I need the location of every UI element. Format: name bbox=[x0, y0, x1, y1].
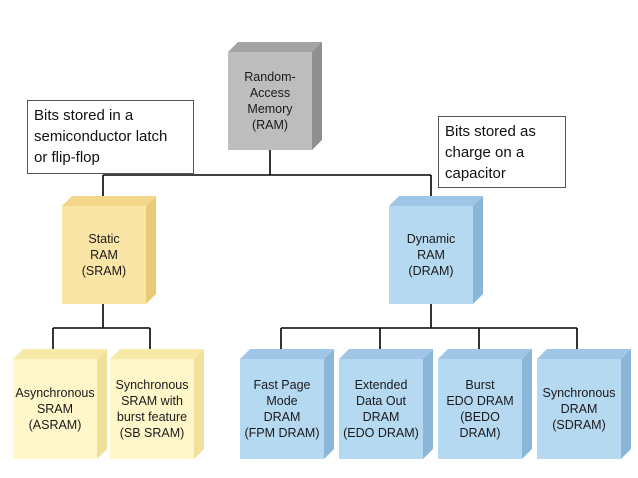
sdram-box-top bbox=[537, 349, 631, 359]
asram-box-front bbox=[13, 359, 97, 459]
sram-note: Bits stored in a semiconductor latch or … bbox=[27, 100, 194, 174]
ram-box bbox=[228, 42, 322, 150]
ram-box-label: Random- Access Memory (RAM) bbox=[244, 70, 296, 132]
boxes bbox=[13, 42, 631, 459]
fpm-box bbox=[240, 349, 334, 459]
sbsram-box-top bbox=[110, 349, 204, 359]
asram-box-side bbox=[97, 349, 107, 459]
bedo-box bbox=[438, 349, 532, 459]
asram-box-label: Asynchronous SRAM (ASRAM) bbox=[15, 386, 95, 432]
fpm-box-front bbox=[240, 359, 324, 459]
edo-box bbox=[339, 349, 433, 459]
fpm-dram-box-label: Fast Page Mode DRAM (FPM DRAM) bbox=[244, 378, 320, 440]
connectors bbox=[52, 150, 578, 351]
sram-box-front bbox=[62, 206, 146, 304]
sbsram-box-side bbox=[194, 349, 204, 459]
ram-box-top bbox=[228, 42, 322, 52]
dram-box-top bbox=[389, 196, 483, 206]
edo-box-front bbox=[339, 359, 423, 459]
asram-box-top bbox=[13, 349, 107, 359]
fpm-box-top bbox=[240, 349, 334, 359]
edo-dram-box-label: Extended Data Out DRAM (EDO DRAM) bbox=[343, 378, 419, 440]
dram-box bbox=[389, 196, 483, 304]
dram-note: Bits stored as charge on a capacitor bbox=[438, 116, 566, 188]
ram-box-side bbox=[312, 42, 322, 150]
sdram-box-label: Synchronous DRAM (SDRAM) bbox=[542, 386, 616, 432]
edo-box-top bbox=[339, 349, 433, 359]
sbsram-box-label: Synchronous SRAM with burst feature (SB … bbox=[115, 378, 189, 440]
sdram-box-side bbox=[621, 349, 631, 459]
bedo-box-side bbox=[522, 349, 532, 459]
edo-box-side bbox=[423, 349, 433, 459]
sram-box-side bbox=[146, 196, 156, 304]
sram-box bbox=[62, 196, 156, 304]
bedo-dram-box-label: Burst EDO DRAM (BEDO DRAM) bbox=[446, 378, 514, 440]
sdram-box bbox=[537, 349, 631, 459]
sbsram-box-front bbox=[110, 359, 194, 459]
dram-box-side bbox=[473, 196, 483, 304]
sdram-box-front bbox=[537, 359, 621, 459]
ram-box-front bbox=[228, 52, 312, 150]
sbsram-box bbox=[110, 349, 204, 459]
dram-box-front bbox=[389, 206, 473, 304]
bedo-box-front bbox=[438, 359, 522, 459]
sram-box-top bbox=[62, 196, 156, 206]
bedo-box-top bbox=[438, 349, 532, 359]
sram-box-label: Static RAM (SRAM) bbox=[81, 232, 127, 278]
asram-box bbox=[13, 349, 107, 459]
dram-box-label: Dynamic RAM (DRAM) bbox=[406, 232, 456, 278]
fpm-box-side bbox=[324, 349, 334, 459]
